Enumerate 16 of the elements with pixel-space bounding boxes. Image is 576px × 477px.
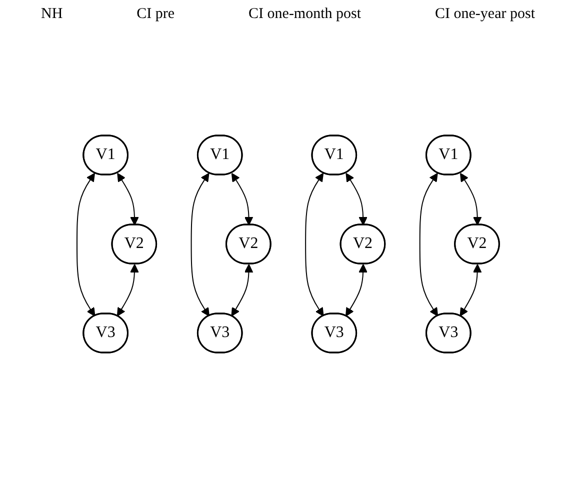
arrow: [116, 264, 139, 316]
arrow: [231, 264, 254, 316]
panel-title: CI one-year post: [435, 6, 535, 23]
arrow: [460, 172, 482, 226]
arrow: [190, 172, 210, 316]
panel-title: NH: [40, 6, 63, 23]
arrow: [76, 172, 96, 316]
arrow: [460, 264, 482, 316]
panel-title: CI pre: [136, 6, 175, 23]
arrow: [117, 172, 139, 226]
arrow: [419, 172, 438, 316]
arrow: [305, 172, 324, 316]
arrow: [231, 172, 254, 226]
panel-title: CI one-month post: [248, 6, 362, 23]
arrow: [346, 172, 368, 226]
arrow: [345, 264, 368, 316]
